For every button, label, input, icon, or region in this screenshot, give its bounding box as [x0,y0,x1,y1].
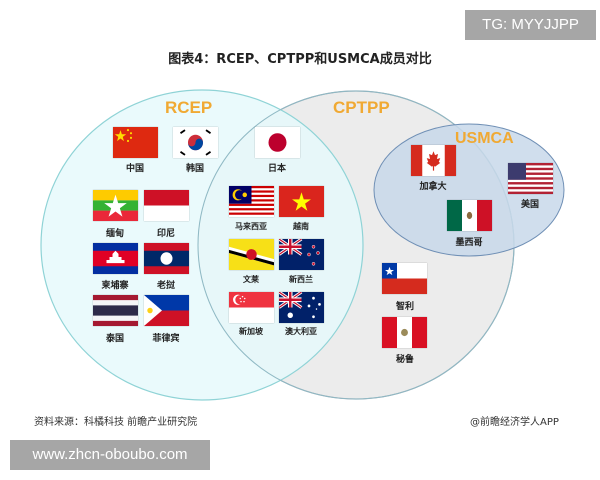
myanmar-flag [93,190,138,221]
brunei-flag [229,239,274,270]
country-label-cambodia: 柬埔寨 [101,281,129,291]
country-label-myanmar: 缅甸 [105,229,124,239]
rcep-label: RCEP [165,98,213,117]
source-note: 资料来源：科橘科技 前瞻产业研究院 [34,417,198,428]
website-banner: www.zhcn-oboubo.com [10,440,210,470]
mexico-flag [447,200,492,231]
country-label-indonesia: 印尼 [156,229,175,239]
credit-note: @前瞻经济学人APP [470,417,559,428]
chart-title: 图表4：RCEP、CPTPP和USMCA成员对比 [168,52,432,67]
australia-flag [279,292,324,323]
country-label-canada: 加拿大 [419,182,447,192]
singapore-flag [229,292,274,323]
new-zealand-flag [279,239,324,270]
country-label-korea: 韩国 [185,164,204,174]
country-label-malaysia: 马来西亚 [235,222,267,231]
canada-flag [411,145,456,176]
country-label-philippines: 菲律宾 [152,334,180,344]
cambodia-flag [93,243,138,274]
country-label-singapore: 新加坡 [239,327,263,336]
philippines-flag [144,295,189,326]
vietnam-flag [279,186,324,217]
south-korea-flag [173,127,218,158]
country-label-peru: 秘鲁 [395,355,414,365]
usmca-label: USMCA [455,130,514,147]
country-label-laos: 老挝 [156,281,175,291]
chile-flag [382,263,427,294]
usa-flag [508,163,553,194]
country-label-newzealand: 新西兰 [289,275,313,284]
indonesia-flag [144,190,189,221]
country-label-china: 中国 [125,164,144,174]
cptpp-label: CPTPP [333,98,390,117]
japan-flag [255,127,300,158]
country-label-mexico: 墨西哥 [455,238,483,248]
tg-badge: TG: MYYJJPP [465,10,596,40]
malaysia-flag [229,186,274,217]
country-label-japan: 日本 [267,164,286,174]
laos-flag [144,243,189,274]
china-flag [113,127,158,158]
country-label-chile: 智利 [395,302,414,312]
country-label-usa: 美国 [520,200,539,210]
country-label-vietnam: 越南 [293,222,309,231]
country-label-brunei: 文莱 [243,275,259,284]
country-label-australia: 澳大利亚 [285,327,317,336]
thailand-flag [93,295,138,326]
peru-flag [382,317,427,348]
country-label-thailand: 泰国 [105,334,124,344]
